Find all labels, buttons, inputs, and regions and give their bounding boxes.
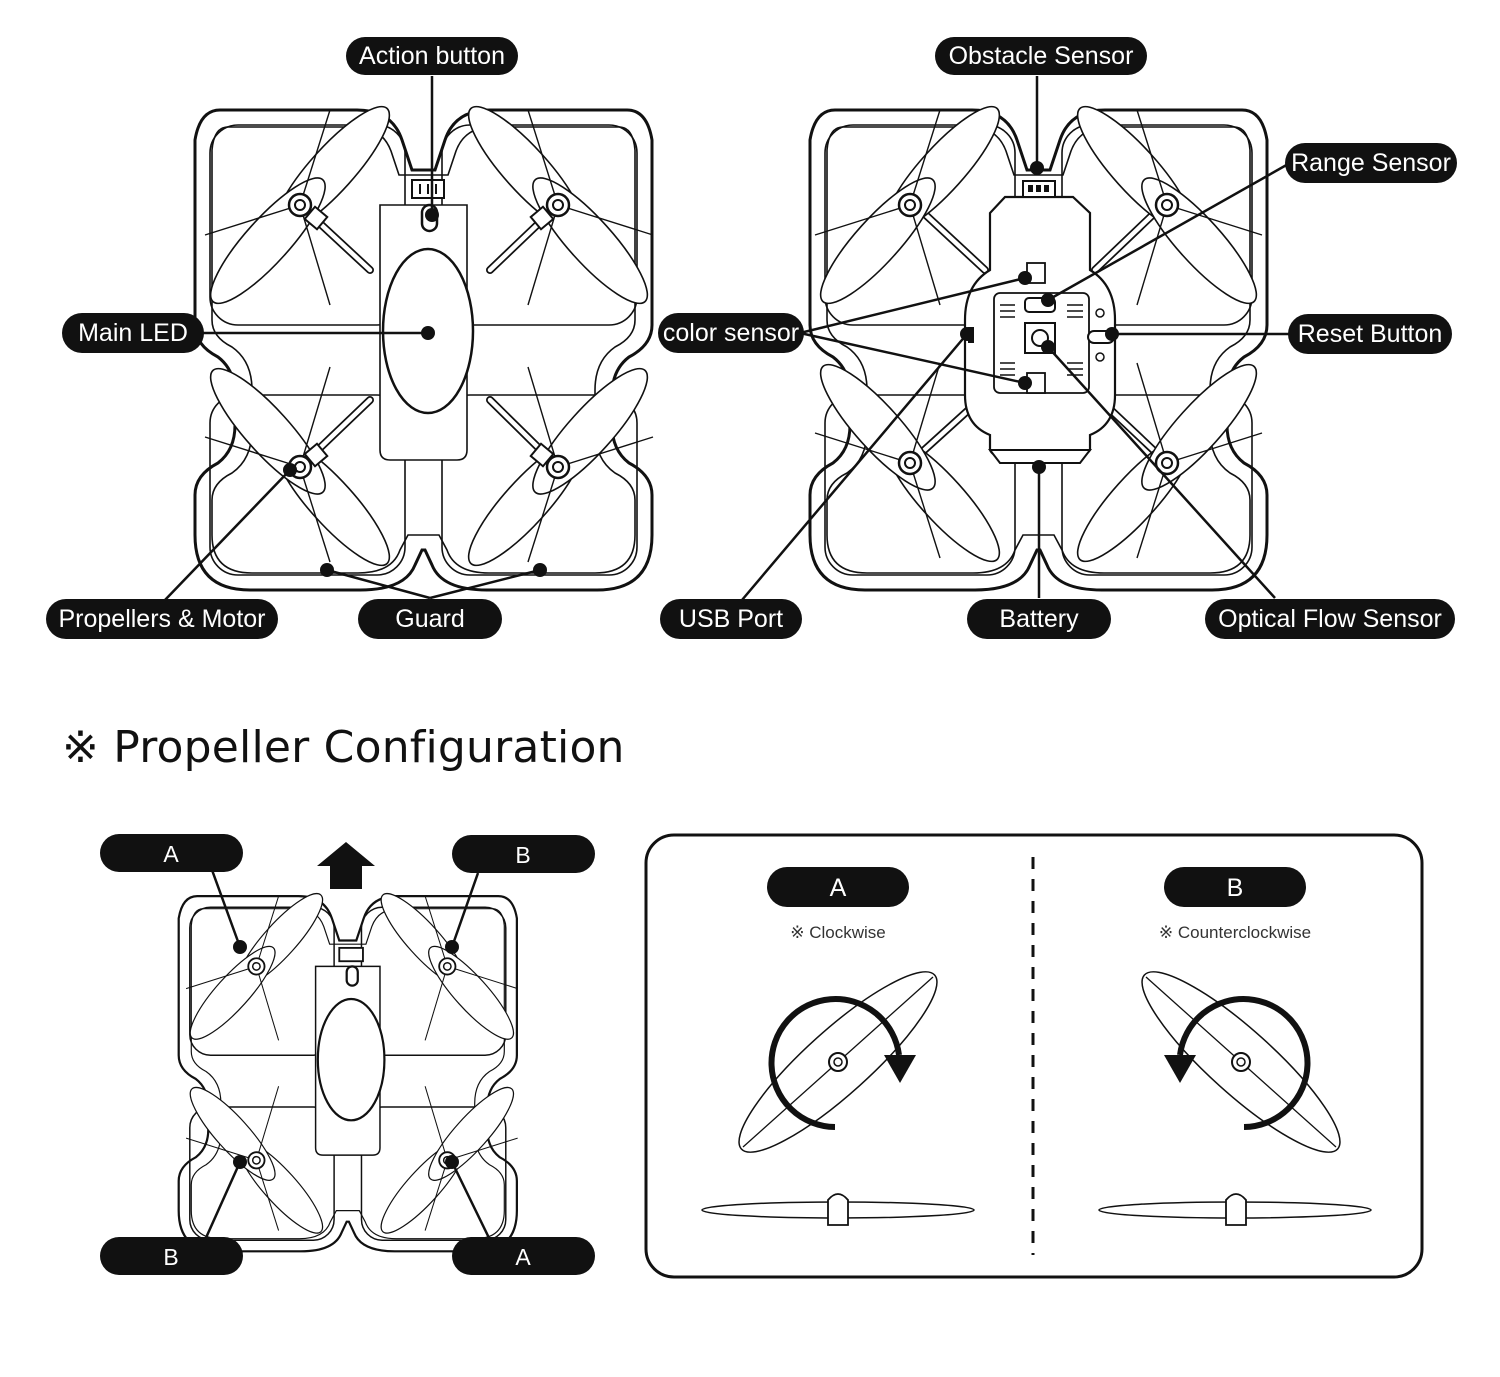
svg-text:Action button: Action button — [359, 42, 505, 70]
svg-text:USB Port: USB Port — [679, 605, 783, 633]
section-title: ※ Propeller Configuration — [62, 722, 625, 773]
clockwise-arrow-icon — [768, 996, 902, 1130]
svg-text:B: B — [1227, 874, 1244, 902]
svg-text:color sensor: color sensor — [663, 319, 799, 347]
svg-text:Guard: Guard — [395, 605, 464, 633]
drone-config-view — [177, 883, 525, 1253]
label-usb-port: USB Port — [660, 599, 802, 639]
forward-arrow-icon — [317, 842, 375, 889]
svg-text:Optical Flow Sensor: Optical Flow Sensor — [1218, 605, 1442, 633]
config-label-top-right: B — [452, 835, 595, 873]
label-battery: Battery — [967, 599, 1111, 639]
svg-text:A: A — [515, 1244, 531, 1270]
svg-text:Battery: Battery — [999, 605, 1079, 633]
config-label-bottom-left: B — [100, 1237, 243, 1275]
svg-text:Propellers & Motor: Propellers & Motor — [58, 605, 265, 633]
propeller-bottom-left — [195, 354, 405, 580]
prop-a-side — [701, 1193, 975, 1226]
counterclockwise-arrow-icon — [1177, 996, 1311, 1130]
svg-text:B: B — [163, 1244, 178, 1270]
label-obstacle-sensor: Obstacle Sensor — [935, 37, 1147, 75]
drone-top-view — [193, 92, 663, 592]
label-color-sensor: color sensor — [658, 313, 804, 353]
prop-a-direction: ※ Clockwise — [790, 923, 885, 942]
callouts-config — [203, 869, 492, 1241]
label-reset-button: Reset Button — [1288, 314, 1452, 354]
svg-text:B: B — [515, 842, 530, 868]
svg-text:Main LED: Main LED — [78, 319, 188, 347]
label-range-sensor: Range Sensor — [1285, 143, 1457, 183]
svg-text:Obstacle Sensor: Obstacle Sensor — [949, 42, 1134, 70]
callouts-top-view — [164, 76, 541, 601]
svg-text:Range Sensor: Range Sensor — [1291, 149, 1451, 177]
label-guard: Guard — [358, 599, 502, 639]
label-main-led: Main LED — [62, 313, 204, 353]
label-propellers-motor: Propellers & Motor — [46, 599, 278, 639]
prop-a-label: A — [767, 867, 909, 907]
config-label-bottom-right: A — [452, 1237, 595, 1275]
prop-b-label: B — [1164, 867, 1306, 907]
drone-bottom-view — [805, 92, 1272, 592]
prop-b-direction: ※ Counterclockwise — [1159, 923, 1311, 942]
svg-text:Reset Button: Reset Button — [1298, 320, 1443, 348]
callouts-bottom-view — [741, 76, 1291, 601]
config-label-top-left: A — [100, 834, 243, 872]
label-optical-flow-sensor: Optical Flow Sensor — [1205, 599, 1455, 639]
label-action-button: Action button — [346, 37, 518, 75]
svg-text:A: A — [163, 841, 179, 867]
prop-b-side — [1098, 1193, 1372, 1226]
propeller-bottom-right — [453, 354, 663, 580]
svg-text:A: A — [830, 874, 847, 902]
